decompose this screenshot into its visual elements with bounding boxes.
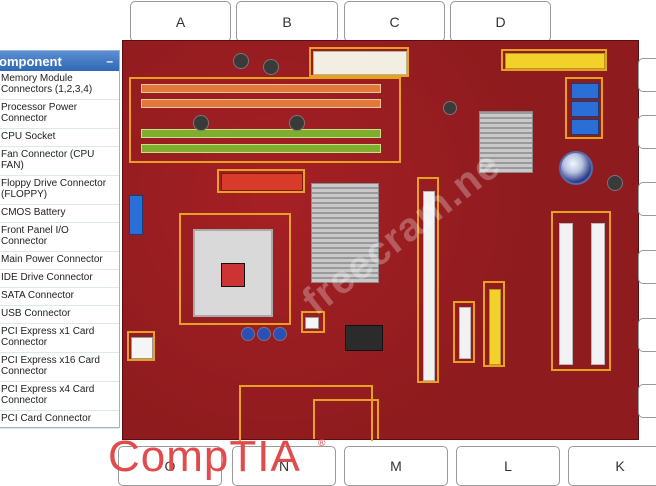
pcie-x16-slot xyxy=(423,191,435,381)
panel-item-pci[interactable]: PCI Card Connector xyxy=(0,411,119,429)
label-box-right-4[interactable] xyxy=(638,250,656,284)
panel-item-pcie-x4[interactable]: PCI Express x4 Card Connector xyxy=(0,382,119,411)
motherboard-image: freecram.ne xyxy=(122,40,639,441)
io-chip xyxy=(345,325,383,351)
label-box-right-1[interactable] xyxy=(638,58,656,92)
label-box-l[interactable]: L xyxy=(456,446,560,486)
pci-highlight[interactable] xyxy=(551,211,611,371)
cpu-highlight[interactable] xyxy=(179,213,291,325)
comptia-trademark: ® xyxy=(318,438,326,449)
com-port xyxy=(129,195,143,235)
floppy-connector xyxy=(221,173,303,191)
label-box-right-2[interactable] xyxy=(638,115,656,149)
panel-item-sata[interactable]: SATA Connector xyxy=(0,288,119,306)
pci-slot-1 xyxy=(559,223,573,365)
processor-power-highlight[interactable] xyxy=(127,331,155,361)
memory-slot-3 xyxy=(141,129,381,138)
panel-item-pcie-x1[interactable]: PCI Express x1 Card Connector xyxy=(0,324,119,353)
comptia-logo: CompTIA xyxy=(108,432,301,481)
capacitor xyxy=(273,327,287,341)
ide-connector xyxy=(505,53,605,69)
sata-port-2 xyxy=(571,101,599,117)
panel-item-memory[interactable]: Memory Module Connectors (1,2,3,4) xyxy=(0,71,119,100)
panel-item-cmos[interactable]: CMOS Battery xyxy=(0,205,119,223)
component-panel-title: omponent xyxy=(0,53,62,69)
panel-item-usb[interactable]: USB Connector xyxy=(0,306,119,324)
pcie-x4-highlight[interactable] xyxy=(483,281,505,367)
panel-item-floppy[interactable]: Floppy Drive Connector (FLOPPY) xyxy=(0,176,119,205)
label-box-a[interactable]: A xyxy=(130,1,231,42)
ide-highlight[interactable] xyxy=(501,49,607,71)
panel-item-processor-power[interactable]: Processor Power Connector xyxy=(0,100,119,129)
memory-slot-2 xyxy=(141,99,381,108)
capacitor xyxy=(193,115,209,131)
northbridge-heatsink xyxy=(311,183,379,283)
capacitor xyxy=(233,53,249,69)
label-box-b[interactable]: B xyxy=(236,1,338,42)
cpu-socket-center xyxy=(221,263,245,287)
label-box-c[interactable]: C xyxy=(344,1,445,42)
label-a-text: A xyxy=(175,13,186,30)
label-box-n[interactable]: N xyxy=(232,446,336,486)
label-m-text: M xyxy=(390,458,402,474)
pcie-x16-highlight[interactable] xyxy=(417,177,439,383)
label-box-d[interactable]: D xyxy=(450,1,551,42)
cmos-battery xyxy=(559,151,593,185)
panel-item-front-panel[interactable]: Front Panel I/O Connector xyxy=(0,223,119,252)
sata-highlight[interactable] xyxy=(565,77,603,139)
label-c-text: C xyxy=(389,13,400,30)
label-box-k[interactable]: K xyxy=(568,446,656,486)
southbridge-heatsink xyxy=(479,111,533,173)
floppy-highlight[interactable] xyxy=(217,169,305,193)
cpu-fan-connector xyxy=(305,317,319,329)
capacitor xyxy=(443,101,457,115)
memory-slot-4 xyxy=(141,144,381,153)
cpu-fan-highlight[interactable] xyxy=(301,311,325,333)
capacitor xyxy=(289,115,305,131)
panel-item-ide[interactable]: IDE Drive Connector xyxy=(0,270,119,288)
label-o-text: O xyxy=(164,458,176,474)
label-box-m[interactable]: M xyxy=(344,446,448,486)
label-k-text: K xyxy=(615,458,625,474)
memory-highlight[interactable] xyxy=(129,77,401,163)
main-power-highlight[interactable] xyxy=(309,47,409,77)
capacitor xyxy=(257,327,271,341)
pcie-x1-highlight[interactable] xyxy=(453,301,475,363)
memory-slot-1 xyxy=(141,84,381,93)
label-n-text: N xyxy=(278,458,290,474)
front-panel-highlight[interactable] xyxy=(313,399,379,439)
panel-item-main-power[interactable]: Main Power Connector xyxy=(0,252,119,270)
component-panel-header[interactable]: omponent – xyxy=(0,51,119,71)
label-box-right-5[interactable] xyxy=(638,318,656,352)
component-panel: omponent – Memory Module Connectors (1,2… xyxy=(0,50,120,429)
panel-item-pcie-x16[interactable]: PCI Express x16 Card Connector xyxy=(0,353,119,382)
pci-slot-2 xyxy=(591,223,605,365)
minus-icon[interactable]: – xyxy=(106,54,113,68)
label-box-right-3[interactable] xyxy=(638,182,656,216)
pcie-x4-slot xyxy=(489,289,501,365)
panel-item-cpu-socket[interactable]: CPU Socket xyxy=(0,129,119,147)
processor-power-connector xyxy=(131,337,153,359)
main-power-connector xyxy=(313,51,407,75)
label-b-text: B xyxy=(282,13,292,30)
capacitor xyxy=(241,327,255,341)
label-d-text: D xyxy=(495,13,506,30)
label-box-right-6[interactable] xyxy=(638,384,656,418)
sata-port-1 xyxy=(571,83,599,99)
label-l-text: L xyxy=(504,458,512,474)
panel-item-fan[interactable]: Fan Connector (CPU FAN) xyxy=(0,147,119,176)
capacitor xyxy=(607,175,623,191)
pcie-x1-slot xyxy=(459,307,471,359)
usb-highlight[interactable] xyxy=(239,385,373,441)
capacitor xyxy=(263,59,279,75)
sata-port-3 xyxy=(571,119,599,135)
